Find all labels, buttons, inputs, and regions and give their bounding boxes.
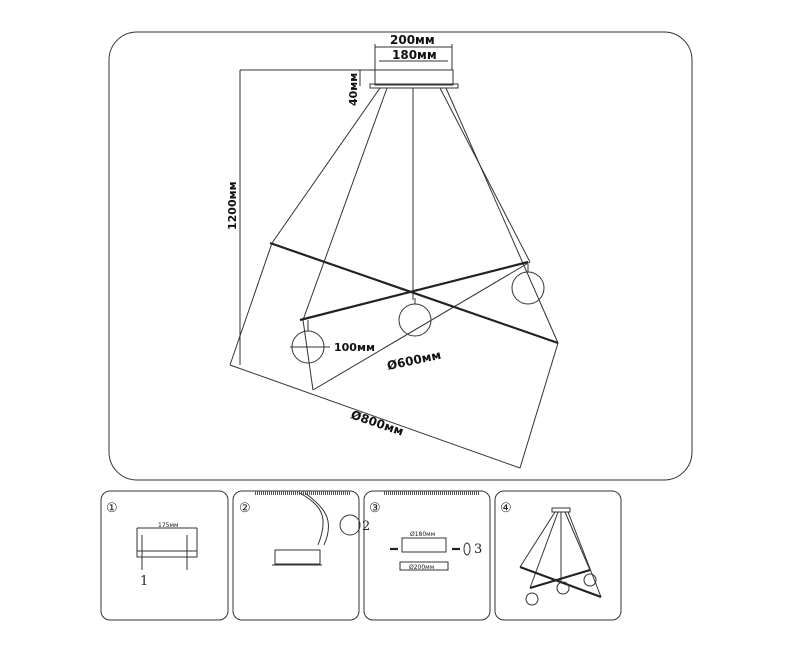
canopy — [359, 44, 459, 89]
glass-shade — [398, 303, 432, 337]
dim-canopy-height: 40мм — [347, 73, 360, 106]
step-3-panel: ③ Ø180мм Ø200мм 3 — [363, 490, 491, 621]
svg-text:④: ④ — [500, 501, 512, 516]
dim-total-height: 1200мм — [226, 181, 239, 230]
step-1-panel: ① 175мм 1 — [100, 490, 229, 621]
svg-text:Ø200мм: Ø200мм — [409, 564, 434, 571]
suspension-cables — [271, 87, 559, 344]
step-4-panel: ④ — [494, 490, 622, 621]
light-bar-long — [269, 241, 559, 345]
dim-inner-ring: Ø600мм — [386, 348, 443, 373]
svg-text:3: 3 — [474, 542, 482, 557]
svg-text:2: 2 — [362, 519, 370, 534]
dim-outer-ring: Ø800мм — [349, 408, 405, 439]
dim-canopy-outer: 200мм — [390, 33, 435, 47]
svg-text:③: ③ — [369, 501, 381, 516]
svg-text:175мм: 175мм — [158, 522, 179, 529]
glass-shade — [511, 271, 545, 305]
svg-text:1: 1 — [140, 574, 148, 589]
dim-shade: 100мм — [334, 341, 375, 354]
main-panel-frame — [108, 31, 693, 481]
light-bar-short — [299, 260, 529, 322]
dim-canopy-inner: 180мм — [392, 48, 437, 62]
svg-text:Ø180мм: Ø180мм — [410, 531, 435, 538]
svg-text:②: ② — [239, 501, 251, 516]
svg-text:①: ① — [106, 501, 118, 516]
step-2-panel: ② 2 — [232, 490, 370, 621]
